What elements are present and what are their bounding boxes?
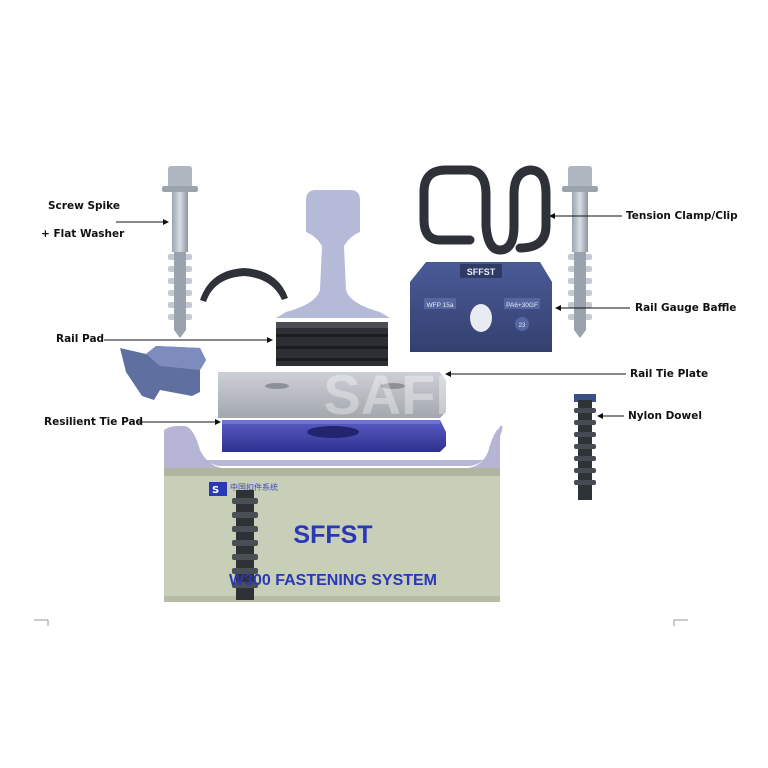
resilient-tie-pad — [222, 420, 446, 452]
tension-clamp — [419, 165, 551, 255]
nylon-dowel — [574, 394, 596, 500]
baffle-brand: SFFST — [467, 267, 496, 277]
baffle-marking-number: 23 — [519, 323, 526, 329]
screw-spike-right — [562, 166, 598, 338]
label-resilient-tie-pad: Resilient Tie Pad — [44, 416, 144, 428]
baffle-marking-right: PA6+30GF — [506, 302, 538, 309]
label-screw-spike: Screw Spike — [48, 200, 120, 212]
tie-brand: SFFST — [293, 521, 372, 549]
label-rail-gauge-baffle: Rail Gauge Baffle — [635, 302, 737, 314]
embedded-screw — [232, 490, 258, 600]
label-rail-tie-plate: Rail Tie Plate — [630, 368, 709, 380]
rail — [276, 190, 390, 318]
screw-spike-left — [162, 166, 198, 338]
logo-text: 中国扣件系统 — [230, 482, 278, 492]
rail-gauge-baffle — [410, 262, 552, 352]
svg-text:S: S — [212, 485, 219, 496]
watermark: SAFE — [323, 363, 472, 426]
insulator-clip — [200, 268, 288, 302]
label-tension-clamp: Tension Clamp/Clip — [626, 210, 738, 222]
rail-pad — [276, 322, 388, 366]
baffle-marking-left: WFP 15a — [427, 302, 454, 309]
crop-marks — [34, 619, 688, 626]
label-flat-washer: + Flat Washer — [41, 228, 125, 240]
rail-tie-plate — [218, 372, 446, 418]
tie-system-name: W300 FASTENING SYSTEM — [229, 572, 437, 589]
brand-logo: S 中国扣件系统 — [209, 482, 278, 496]
label-rail-pad: Rail Pad — [56, 333, 105, 345]
leader-lines — [104, 213, 630, 425]
side-insulator — [120, 346, 206, 400]
label-nylon-dowel: Nylon Dowel — [628, 410, 702, 422]
